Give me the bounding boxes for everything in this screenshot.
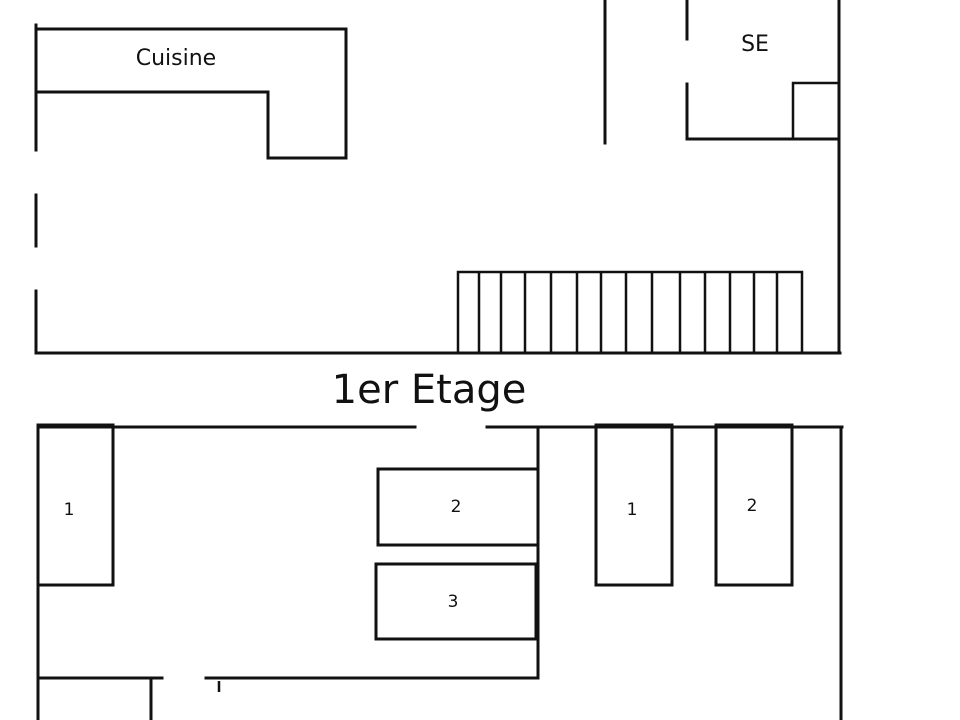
bed-right-2: 2 bbox=[714, 423, 794, 587]
shower-tray bbox=[791, 81, 841, 141]
bed-label: 2 bbox=[451, 497, 462, 517]
bathroom: SE bbox=[685, 0, 841, 141]
bathroom-label: SE bbox=[741, 32, 769, 57]
staircase bbox=[456, 270, 804, 355]
bed-label: 3 bbox=[448, 592, 459, 612]
bed-label: 2 bbox=[747, 496, 758, 516]
bed-left-3: 3 bbox=[374, 562, 538, 641]
ground-floor: Cuisine SE bbox=[34, 0, 842, 355]
first-floor: 1 2 3 1 2 bbox=[36, 423, 844, 720]
kitchen-label: Cuisine bbox=[136, 46, 216, 71]
floor-title: 1er Etage bbox=[332, 367, 527, 413]
bed-label: 1 bbox=[627, 500, 638, 520]
bed-left-1: 1 bbox=[36, 423, 115, 587]
kitchen-counter: Cuisine bbox=[34, 27, 348, 160]
bed-left-2: 2 bbox=[376, 467, 540, 547]
bed-label: 1 bbox=[64, 500, 75, 520]
bed-right-1: 1 bbox=[594, 423, 674, 587]
